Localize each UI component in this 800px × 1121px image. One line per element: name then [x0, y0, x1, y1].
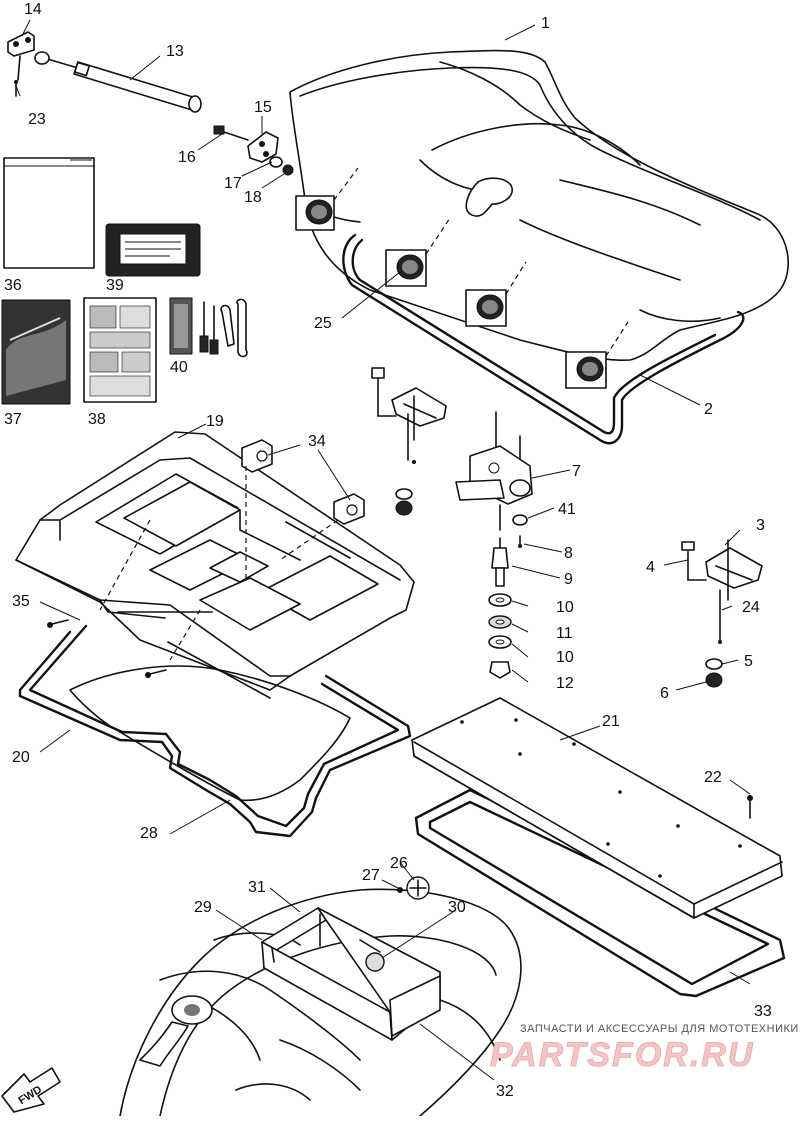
tray-mat [69, 665, 351, 802]
latch-small-hardware [512, 514, 528, 548]
damper-bracket-rear [213, 125, 294, 176]
panel-screw [747, 795, 753, 819]
callout-5: 5 [744, 653, 753, 670]
tool-kit [169, 297, 248, 358]
seat-hinge-right [681, 539, 763, 688]
callout-18: 18 [244, 189, 262, 206]
watermark-brand: PARTSFOR.RU [490, 1036, 754, 1074]
panel-screw-holes [460, 718, 742, 878]
callout-33: 33 [754, 1003, 772, 1020]
storage-tray [15, 431, 415, 691]
leader-lines [15, 19, 751, 1081]
watermark-caption: ЗАПЧАСТИ И АКСЕССУАРЫ ДЛЯ МОТОТЕХНИКИ [520, 1023, 799, 1035]
callout-37: 37 [4, 411, 22, 428]
forward-direction-arrow: FWD [1, 1067, 61, 1113]
callout-28: 28 [140, 825, 158, 842]
callout-3: 3 [756, 517, 765, 534]
callout-10-upper: 10 [556, 599, 574, 616]
owners-manual-book [1, 299, 71, 405]
callout-32: 32 [496, 1083, 514, 1100]
callout-29: 29 [194, 899, 212, 916]
grommet-hidden-lines [333, 167, 629, 357]
callout-labels: 1 2 3 4 5 6 7 8 9 10 11 10 12 13 14 15 1… [4, 1, 772, 1100]
seat-damper [34, 51, 202, 113]
callout-1: 1 [541, 15, 550, 32]
callout-6: 6 [660, 685, 669, 702]
callout-17: 17 [224, 175, 242, 192]
callout-19: 19 [206, 413, 224, 430]
drain-plug [397, 876, 430, 900]
glove-box [261, 907, 441, 1041]
callout-40: 40 [170, 359, 188, 376]
callout-2: 2 [704, 401, 713, 418]
tray-holder-clip [241, 439, 365, 525]
owners-manual-bag [3, 157, 95, 269]
callout-21: 21 [602, 713, 620, 730]
callout-14: 14 [24, 1, 42, 18]
seat-cushion [289, 49, 789, 362]
callout-20: 20 [12, 749, 30, 766]
callout-30: 30 [448, 899, 466, 916]
callout-41: 41 [558, 501, 576, 518]
callout-25: 25 [314, 315, 332, 332]
callout-10-lower: 10 [556, 649, 574, 666]
callout-31: 31 [248, 879, 266, 896]
callout-8: 8 [564, 545, 573, 562]
callout-15: 15 [254, 99, 272, 116]
callout-23: 23 [28, 111, 46, 128]
callout-36: 36 [4, 277, 22, 294]
access-panel [411, 697, 783, 919]
callout-38: 38 [88, 411, 106, 428]
callout-4: 4 [646, 559, 655, 576]
callout-9: 9 [564, 571, 573, 588]
watermark: ЗАПЧАСТИ И АКСЕССУАРЫ ДЛЯ МОТОТЕХНИКИ PA… [490, 1023, 799, 1074]
callout-7: 7 [572, 463, 581, 480]
damper-bracket-front [7, 31, 35, 97]
steering-wheel [139, 995, 213, 1067]
callout-27: 27 [362, 867, 380, 884]
callout-12: 12 [556, 675, 574, 692]
seat-gasket [342, 233, 745, 445]
tray-gasket [18, 624, 412, 838]
callout-11: 11 [556, 625, 573, 642]
callout-26: 26 [390, 855, 408, 872]
tray-hidden-lines [99, 466, 339, 661]
callout-16: 16 [178, 149, 196, 166]
seat-grommet [295, 195, 607, 389]
callout-39: 39 [106, 277, 124, 294]
seat-hinge-left [371, 367, 447, 516]
latch-pin [491, 537, 509, 587]
latch-washers [488, 593, 512, 679]
operation-leaflet [83, 297, 157, 403]
callout-35: 35 [12, 593, 30, 610]
callout-34: 34 [308, 433, 326, 450]
tray-screw [47, 619, 167, 678]
video-cassette [105, 223, 201, 277]
callout-22: 22 [704, 769, 722, 786]
callout-24: 24 [742, 599, 760, 616]
callout-13: 13 [166, 43, 184, 60]
seat-lock-latch [455, 411, 533, 531]
